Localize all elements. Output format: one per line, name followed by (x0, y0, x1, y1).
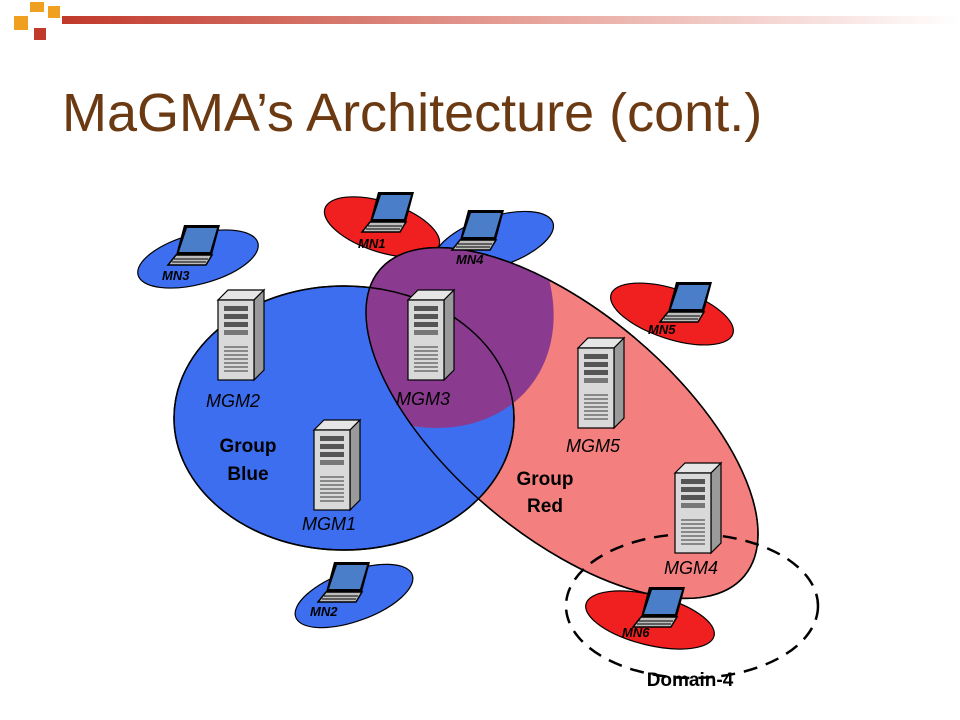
mgm2-server-icon (217, 289, 265, 381)
group-red-label-line1: Group (517, 469, 574, 490)
mgm4-label: MGM4 (664, 558, 718, 578)
mgm3-server-icon (407, 289, 455, 381)
domain-4-label: Domain-4 (647, 670, 734, 691)
deco-square-3 (14, 16, 28, 30)
mgm4-server-icon (674, 462, 722, 554)
title-decoration (14, 2, 960, 40)
deco-square-4 (34, 28, 46, 40)
mn2-label: MN2 (310, 604, 338, 619)
group-blue-label-line1: Group (220, 436, 277, 457)
mgm1-server-icon (313, 419, 361, 511)
group-red-label-line2: Red (527, 496, 563, 517)
deco-square-1 (30, 2, 44, 12)
mn3-label: MN3 (162, 268, 190, 283)
deco-rule (62, 16, 960, 24)
mn5-label: MN5 (648, 322, 676, 337)
mn1-label: MN1 (358, 236, 385, 251)
domain-4-boundary (564, 532, 820, 680)
mgm5-server-icon (577, 337, 625, 429)
deco-square-2 (48, 6, 60, 18)
mn6-label: MN6 (622, 625, 650, 640)
mgm2-label: MGM2 (206, 391, 260, 411)
mgm3-label: MGM3 (396, 389, 450, 409)
mgm1-label: MGM1 (302, 514, 356, 534)
group-blue-label-line2: Blue (227, 464, 268, 485)
slide-title: MaGMA’s Architecture (cont.) (62, 83, 763, 143)
mgm5-label: MGM5 (566, 436, 621, 456)
mn4-label: MN4 (456, 252, 484, 267)
